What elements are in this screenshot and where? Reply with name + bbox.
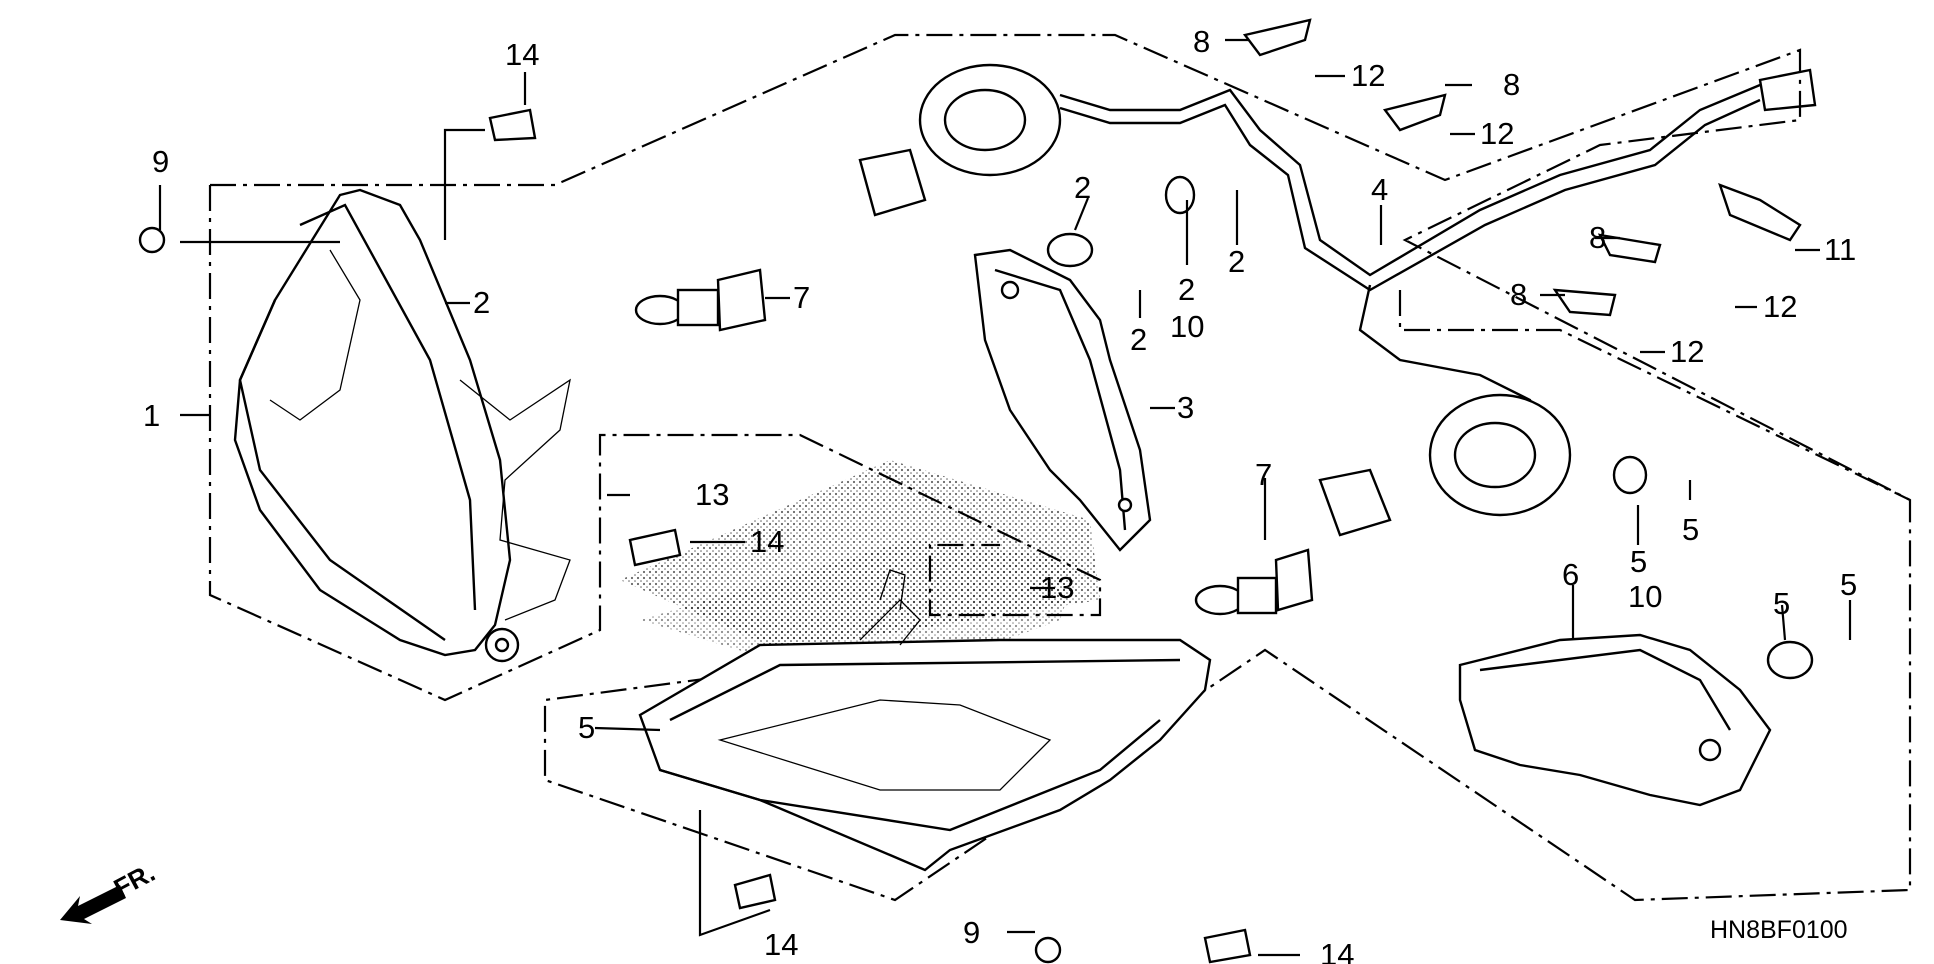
callout-7: 7 — [793, 280, 810, 315]
fasteners — [138, 18, 1814, 964]
callout-numbers: 1 2 2 2 2 2 3 4 5 5 5 5 5 6 7 7 8 8 8 8 … — [143, 24, 1857, 964]
headlight-lower — [638, 569, 1212, 872]
callout-2: 2 — [1074, 170, 1091, 205]
wire-harness — [858, 63, 1817, 537]
callout-12: 12 — [1351, 58, 1385, 93]
callout-2: 2 — [473, 285, 490, 320]
callout-8: 8 — [1589, 220, 1606, 255]
callout-9: 9 — [152, 144, 169, 179]
callout-4: 4 — [1371, 172, 1388, 207]
callout-12: 12 — [1763, 289, 1797, 324]
bulb-lower — [1194, 548, 1314, 616]
callout-14: 14 — [1320, 937, 1354, 964]
callout-11: 11 — [1824, 232, 1856, 267]
callout-12: 12 — [1480, 116, 1514, 151]
callout-2: 2 — [1228, 244, 1245, 279]
callout-8: 8 — [1503, 67, 1520, 102]
headlight-housing-left — [233, 188, 571, 663]
front-direction-arrow: FR. — [60, 857, 160, 924]
callout-5: 5 — [1840, 567, 1857, 602]
callout-5: 5 — [1630, 544, 1647, 579]
callout-10: 10 — [1170, 309, 1204, 344]
callout-8: 8 — [1193, 24, 1210, 59]
callout-5: 5 — [1682, 512, 1699, 547]
callout-6: 6 — [1562, 557, 1579, 592]
callout-5: 5 — [1773, 586, 1790, 621]
callout-14: 14 — [505, 37, 539, 72]
callout-3: 3 — [1177, 390, 1194, 425]
callout-5: 5 — [578, 710, 595, 745]
callout-8: 8 — [1510, 277, 1527, 312]
bulb-upper — [634, 268, 767, 332]
bulb-cover-upper — [973, 248, 1152, 552]
leader-lines — [158, 38, 1852, 957]
drawing-code: HN8BF0100 — [1710, 916, 1848, 944]
callout-9: 9 — [963, 915, 980, 950]
callout-13: 13 — [695, 477, 729, 512]
callout-13: 13 — [1040, 570, 1074, 605]
callout-2: 2 — [1178, 272, 1195, 307]
callout-1: 1 — [143, 398, 160, 433]
callout-10: 10 — [1628, 579, 1662, 614]
callout-14: 14 — [750, 524, 784, 559]
callout-2: 2 — [1130, 322, 1147, 357]
callout-14: 14 — [764, 927, 798, 962]
callout-7: 7 — [1255, 457, 1272, 492]
bulb-cover-lower — [1458, 633, 1772, 807]
callout-12: 12 — [1670, 334, 1704, 369]
